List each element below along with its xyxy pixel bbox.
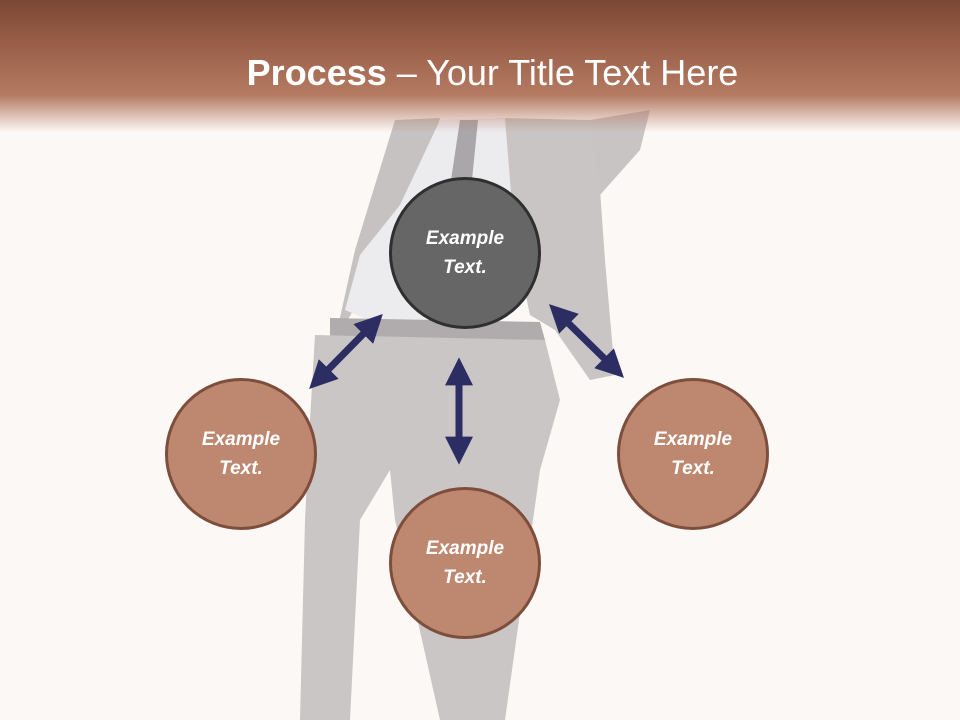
bottom-circle: Example Text.	[389, 487, 541, 639]
left-circle-line1: Example	[201, 429, 281, 450]
left-circle: Example Text.	[165, 378, 317, 530]
right-circle-line1: Example	[653, 429, 733, 450]
bottom-circle-line1: Example	[425, 538, 505, 559]
center-circle-line2: Text.	[443, 257, 487, 278]
title-bold: Process	[246, 52, 387, 93]
bottom-circle-line2: Text.	[443, 567, 487, 588]
center-circle: Example Text.	[389, 177, 541, 329]
title-rest: – Your Title Text Here	[386, 52, 739, 93]
left-circle-line2: Text.	[219, 458, 263, 479]
slide-title: Process – Your Title Text Here	[0, 52, 960, 94]
title-band	[0, 0, 960, 132]
right-circle: Example Text.	[617, 378, 769, 530]
center-circle-line1: Example	[425, 228, 505, 249]
right-circle-line2: Text.	[671, 458, 715, 479]
